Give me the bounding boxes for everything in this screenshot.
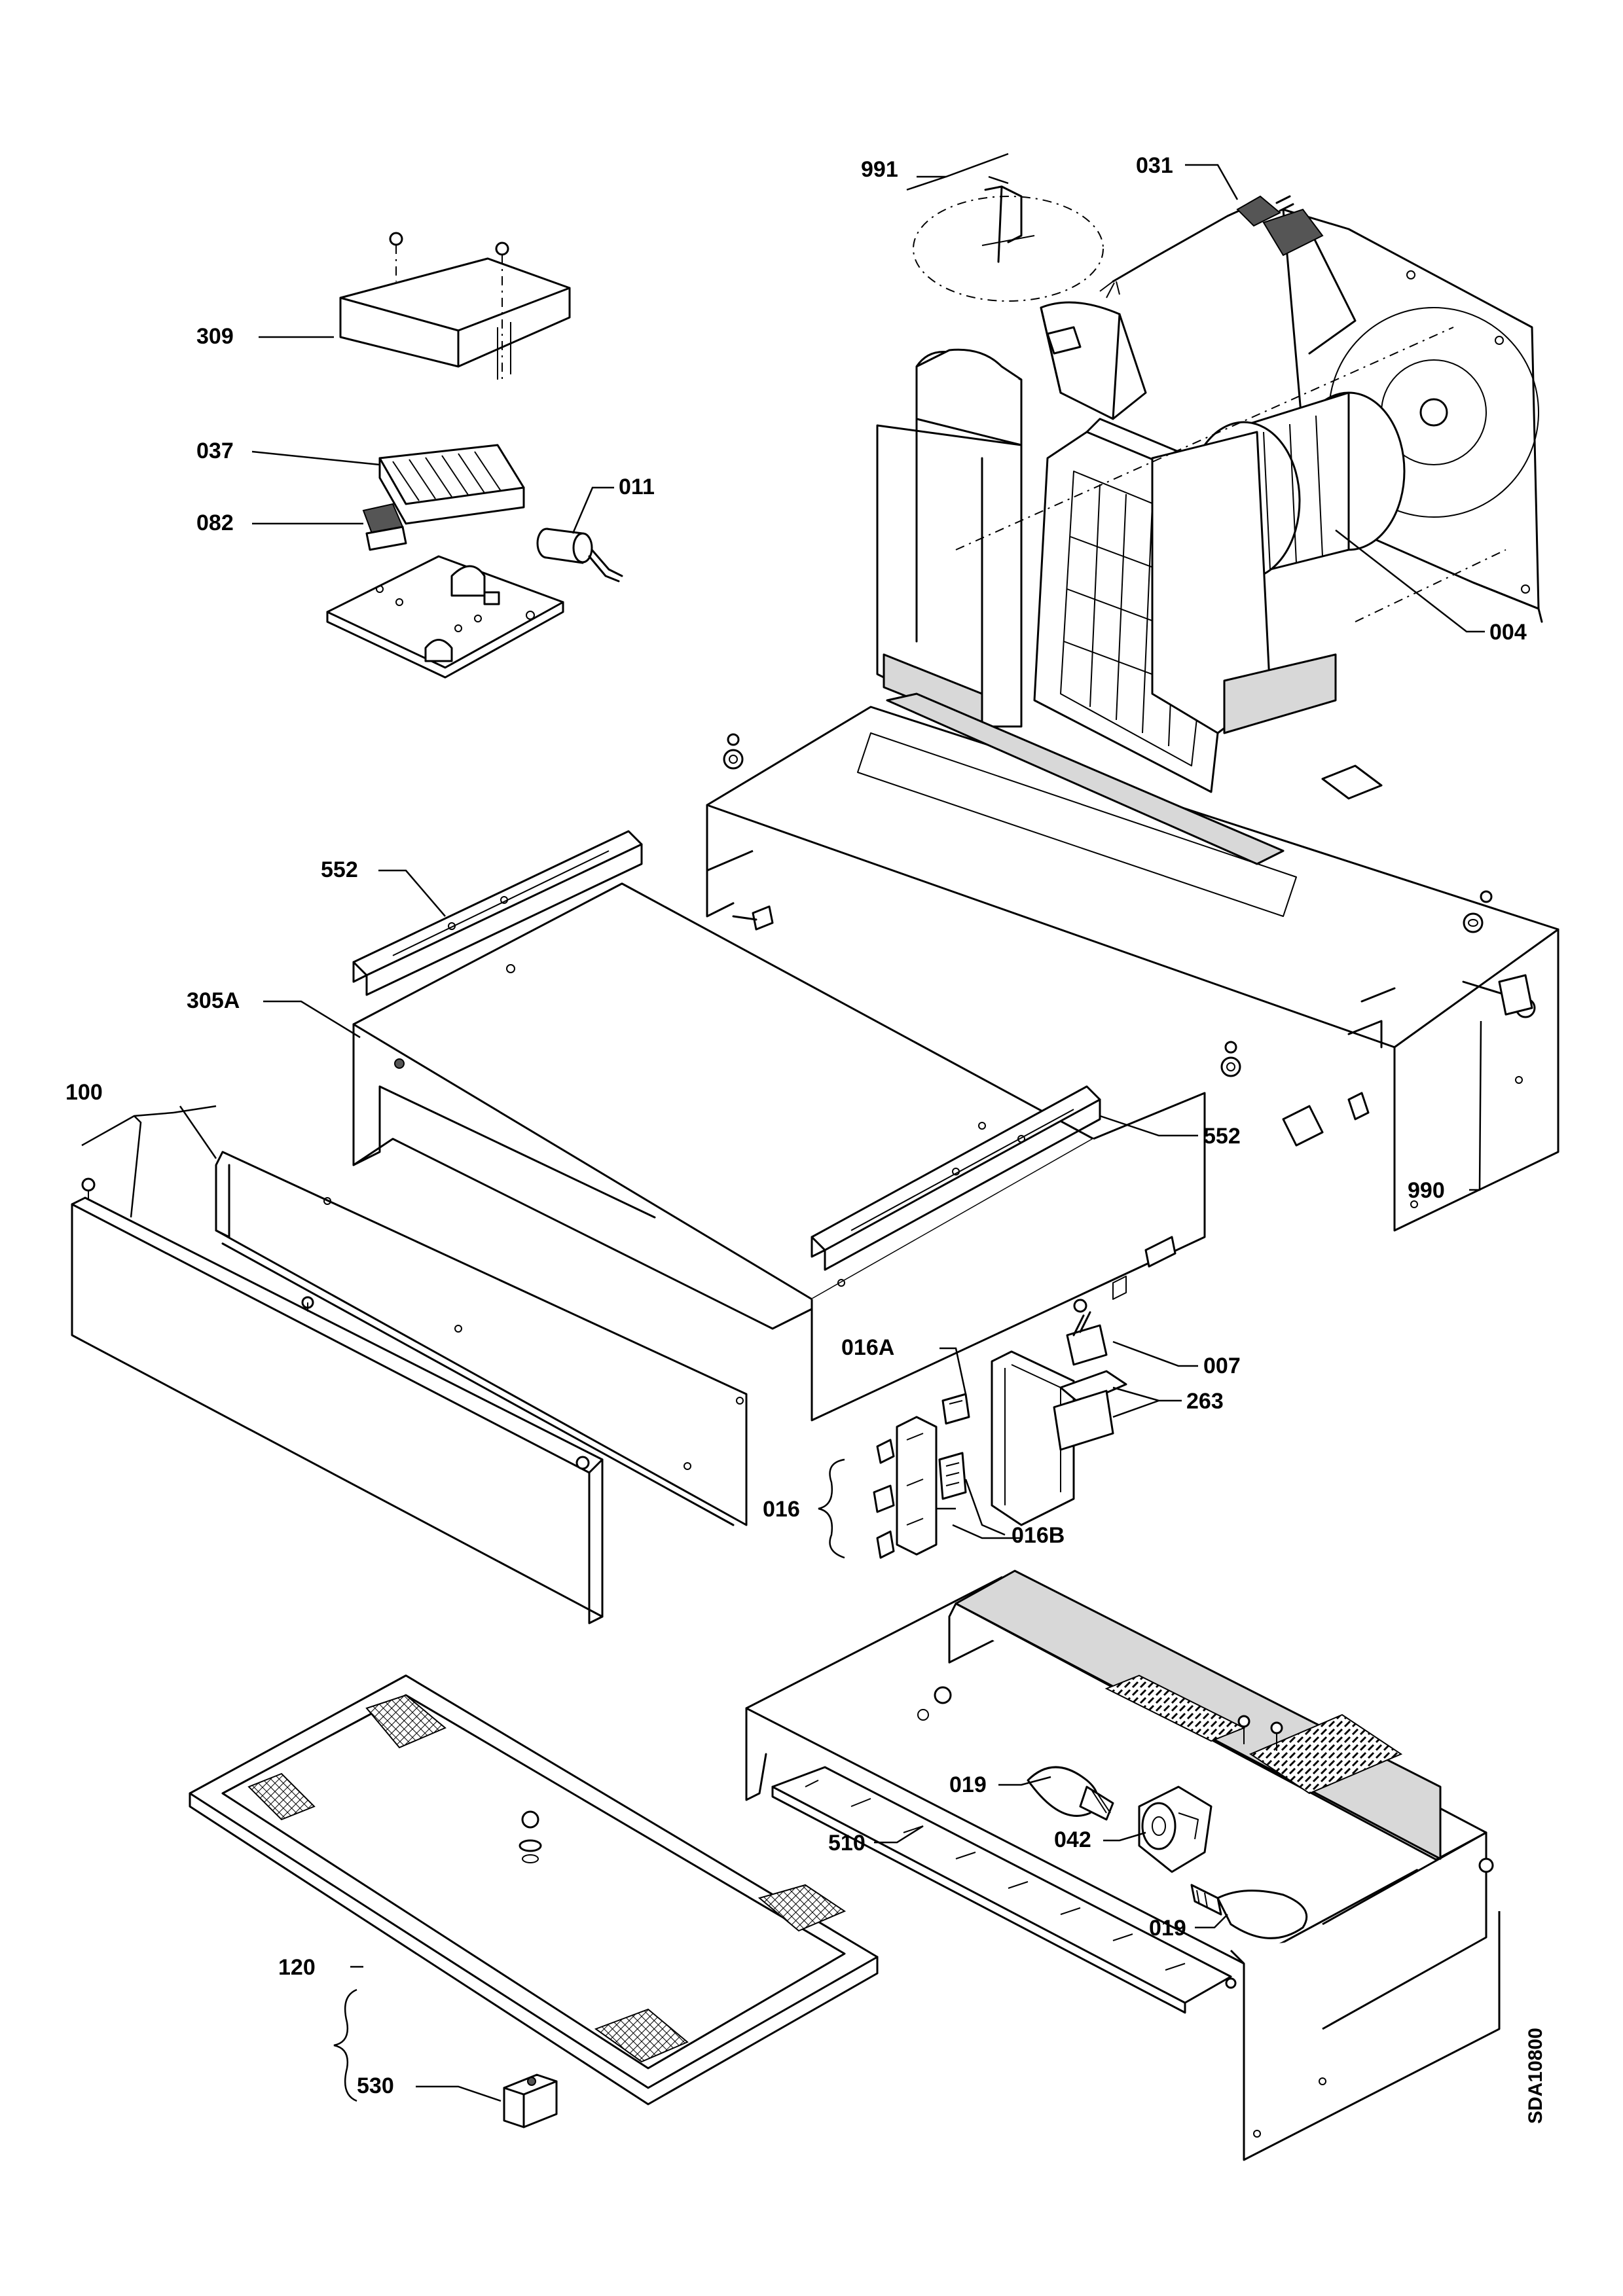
label-016: 016 [763, 1497, 800, 1522]
label-011: 011 [619, 475, 655, 499]
mounting-rail-552-bottom [811, 1085, 1101, 1271]
document-id: SDA10800 [1525, 2028, 1546, 2124]
screw-icon [732, 905, 774, 931]
label-309: 309 [196, 324, 234, 349]
lamp-housing [745, 1570, 1501, 2161]
label-082: 082 [196, 511, 234, 535]
label-100: 100 [65, 1080, 103, 1105]
braces [333, 1458, 845, 2102]
motor-chassis [706, 692, 1559, 1232]
label-991: 991 [861, 157, 898, 182]
lamp-bulb-019-left [1027, 1766, 1114, 1821]
switch-082 [362, 503, 407, 551]
grille-strip-510 [771, 1766, 1232, 2014]
terminal-block-037 [378, 444, 525, 525]
label-016B: 016B [1012, 1523, 1065, 1548]
screw-icon [81, 1177, 96, 1204]
bracket-991 [913, 185, 1104, 302]
screw-icon [389, 232, 403, 281]
screw-icon [575, 1456, 590, 1470]
screw-icon [1462, 890, 1507, 996]
label-552-top: 552 [321, 857, 358, 882]
label-007: 007 [1203, 1354, 1241, 1378]
bracket-263 [1053, 1370, 1127, 1451]
screw-icon [1220, 1041, 1241, 1077]
mounting-rail-552-top [352, 830, 643, 996]
screw-icon [1270, 1721, 1283, 1751]
capacitor-011 [536, 528, 623, 583]
label-019-left: 019 [949, 1772, 987, 1797]
label-016A: 016A [841, 1335, 894, 1360]
switch-016A [941, 1393, 970, 1425]
front-panel-100 [71, 1151, 748, 1624]
fan-motor-004 [1151, 391, 1406, 734]
leader-lines [81, 152, 1485, 2102]
label-037: 037 [196, 439, 234, 463]
screw-icon [723, 733, 744, 770]
microswitch-007 [1066, 1299, 1108, 1366]
control-circuit-board [326, 555, 564, 679]
label-990: 990 [1408, 1178, 1445, 1203]
label-031: 031 [1136, 153, 1173, 178]
screw-icon [519, 1810, 542, 1863]
label-004: 004 [1489, 620, 1527, 645]
label-263: 263 [1186, 1389, 1224, 1414]
control-switches-016 [873, 1416, 938, 1559]
screw-icon [495, 242, 509, 380]
assembly-axis [1355, 549, 1506, 622]
label-530: 530 [357, 2073, 394, 2098]
latch-530 [503, 2073, 558, 2128]
lamp-holder-042 [1138, 1785, 1213, 1873]
power-cord-031 [1099, 195, 1294, 298]
screw-icon [1237, 1715, 1250, 1744]
lamp-bulb-019-right [1190, 1884, 1308, 1939]
label-552-bottom: 552 [1203, 1124, 1241, 1149]
label-120: 120 [278, 1955, 316, 1980]
label-510: 510 [828, 1831, 866, 1856]
label-305A: 305A [187, 988, 240, 1013]
switch-bracket [991, 1350, 1075, 1526]
grease-filter-120 [189, 1674, 879, 2106]
callout-labels: 991 031 309 037 082 011 004 552 305A 100… [65, 153, 1546, 2124]
switch-016B [938, 1452, 967, 1500]
label-019-right: 019 [1149, 1916, 1186, 1941]
exhaust-duct-left [876, 348, 1023, 728]
exhaust-duct-right [1040, 301, 1147, 420]
label-042: 042 [1054, 1827, 1091, 1852]
electrical-box-cover-309 [339, 232, 571, 380]
assembly-axis [955, 327, 1454, 550]
